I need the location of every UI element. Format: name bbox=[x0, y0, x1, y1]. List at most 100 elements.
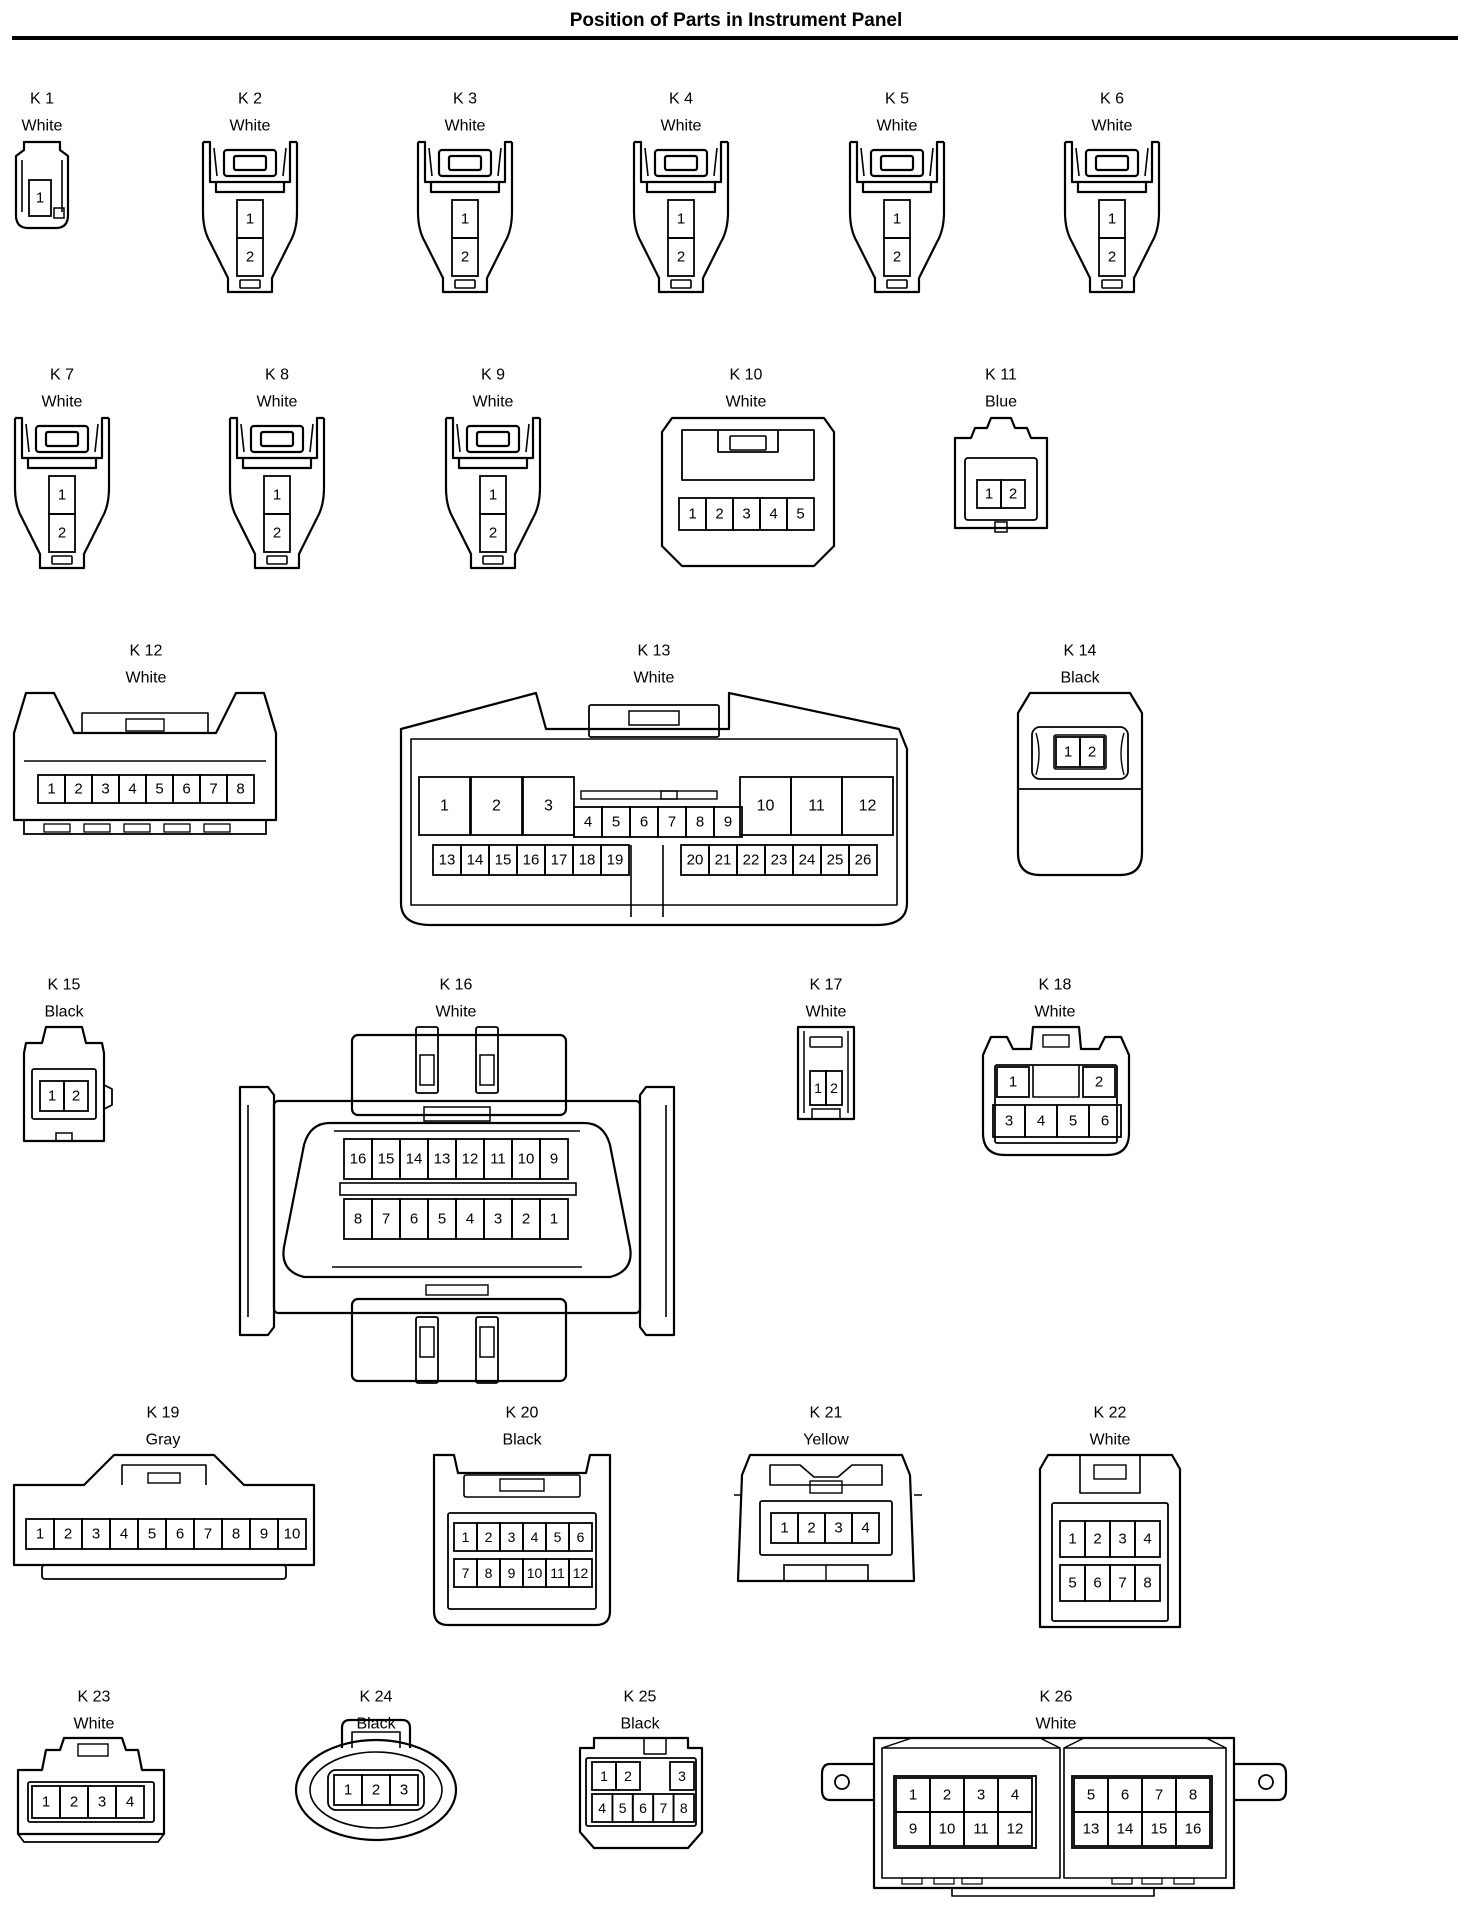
pin-label: 7 bbox=[1118, 1575, 1126, 1592]
pin-label: 8 bbox=[680, 1800, 688, 1816]
pin-label: 17 bbox=[551, 852, 568, 869]
connector-id: K 11 bbox=[985, 367, 1017, 384]
pin-label: 9 bbox=[909, 1821, 917, 1838]
pin-label: 2 bbox=[943, 1787, 951, 1804]
pin-label: 5 bbox=[155, 781, 163, 798]
pin-label: 2 bbox=[372, 1782, 380, 1799]
pin-label: 2 bbox=[489, 525, 497, 542]
pin-label: 1 bbox=[36, 190, 44, 207]
pin-label: 1 bbox=[1068, 1531, 1076, 1548]
pin-label: 2 bbox=[64, 1526, 72, 1543]
pin-label: 14 bbox=[467, 852, 484, 869]
pin-label: 1 bbox=[47, 781, 55, 798]
connector-color: White bbox=[634, 670, 675, 687]
pin-label: 12 bbox=[1007, 1821, 1024, 1838]
pin-label: 1 bbox=[688, 506, 696, 523]
pin-label: 25 bbox=[827, 852, 844, 869]
connector-id: K 17 bbox=[810, 977, 843, 994]
pin-label: 1 bbox=[344, 1782, 352, 1799]
connector-id: K 12 bbox=[130, 643, 163, 660]
pin-label: 2 bbox=[1108, 249, 1116, 266]
connector-color: White bbox=[726, 394, 767, 411]
connector-id: K 9 bbox=[481, 367, 505, 384]
pin-label: 2 bbox=[1009, 486, 1017, 503]
connector-color: White bbox=[806, 1004, 847, 1021]
connector-color: White bbox=[42, 394, 83, 411]
pin-label: 26 bbox=[855, 852, 872, 869]
pin-label: 3 bbox=[101, 781, 109, 798]
pin-label: 13 bbox=[434, 1151, 451, 1168]
pin-label: 20 bbox=[687, 852, 704, 869]
pin-label: 11 bbox=[550, 1565, 565, 1581]
pin-label: 2 bbox=[492, 798, 501, 815]
pin-label: 7 bbox=[668, 814, 676, 831]
pin-label: 16 bbox=[523, 852, 540, 869]
pin-label: 7 bbox=[382, 1211, 390, 1228]
pin-label: 1 bbox=[246, 211, 254, 228]
pin-label: 12 bbox=[859, 798, 877, 815]
pin-label: 5 bbox=[619, 1800, 627, 1816]
pin-label: 6 bbox=[1101, 1113, 1109, 1130]
connector-id: K 7 bbox=[50, 367, 74, 384]
pin-label: 8 bbox=[696, 814, 704, 831]
page-title: Position of Parts in Instrument Panel bbox=[569, 10, 903, 31]
pin-label: 3 bbox=[544, 798, 553, 815]
pin-label: 4 bbox=[584, 814, 592, 831]
pin-label: 1 bbox=[893, 211, 901, 228]
pin-label: 1 bbox=[985, 486, 993, 503]
connector-color: White bbox=[436, 1004, 477, 1021]
pin-label: 3 bbox=[400, 1782, 408, 1799]
pin-label: 4 bbox=[120, 1526, 128, 1543]
connector-id: K 15 bbox=[48, 977, 81, 994]
pin-label: 10 bbox=[518, 1151, 535, 1168]
pin-label: 16 bbox=[1185, 1821, 1202, 1838]
pin-label: 2 bbox=[70, 1794, 78, 1811]
pin-label: 1 bbox=[440, 798, 449, 815]
connector-color: White bbox=[230, 118, 271, 135]
pin-label: 2 bbox=[485, 1529, 493, 1545]
connector-id: K 21 bbox=[810, 1405, 843, 1422]
connector-id: K 2 bbox=[238, 91, 262, 108]
pin-label: 14 bbox=[406, 1151, 423, 1168]
connector-color: White bbox=[1035, 1004, 1076, 1021]
pin-label: 21 bbox=[715, 852, 732, 869]
pin-label: 7 bbox=[462, 1565, 470, 1581]
connector-id: K 23 bbox=[78, 1689, 111, 1706]
connector-color: White bbox=[74, 1716, 115, 1733]
connector-id: K 20 bbox=[506, 1405, 539, 1422]
connector-color: Black bbox=[1060, 670, 1100, 687]
pin-label: 22 bbox=[743, 852, 760, 869]
connector-color: Yellow bbox=[803, 1432, 849, 1449]
pin-label: 6 bbox=[640, 814, 648, 831]
pin-label: 12 bbox=[573, 1565, 589, 1581]
pin-label: 9 bbox=[508, 1565, 516, 1581]
pin-label: 4 bbox=[861, 1520, 869, 1537]
connector-id: K 25 bbox=[624, 1689, 657, 1706]
pin-label: 1 bbox=[1108, 211, 1116, 228]
pin-label: 2 bbox=[1093, 1531, 1101, 1548]
pin-label: 1 bbox=[42, 1794, 50, 1811]
pin-label: 7 bbox=[1155, 1787, 1163, 1804]
pin-label: 2 bbox=[624, 1768, 632, 1784]
pin-label: 9 bbox=[550, 1151, 558, 1168]
connector-color: White bbox=[1092, 118, 1133, 135]
pin-label: 7 bbox=[204, 1526, 212, 1543]
pin-label: 9 bbox=[724, 814, 732, 831]
pin-label: 3 bbox=[977, 1787, 985, 1804]
pin-label: 2 bbox=[830, 1080, 838, 1096]
connector-id: K 8 bbox=[265, 367, 289, 384]
connector-color: White bbox=[1036, 1716, 1077, 1733]
connector-id: K 5 bbox=[885, 91, 909, 108]
pin-label: 2 bbox=[273, 525, 281, 542]
